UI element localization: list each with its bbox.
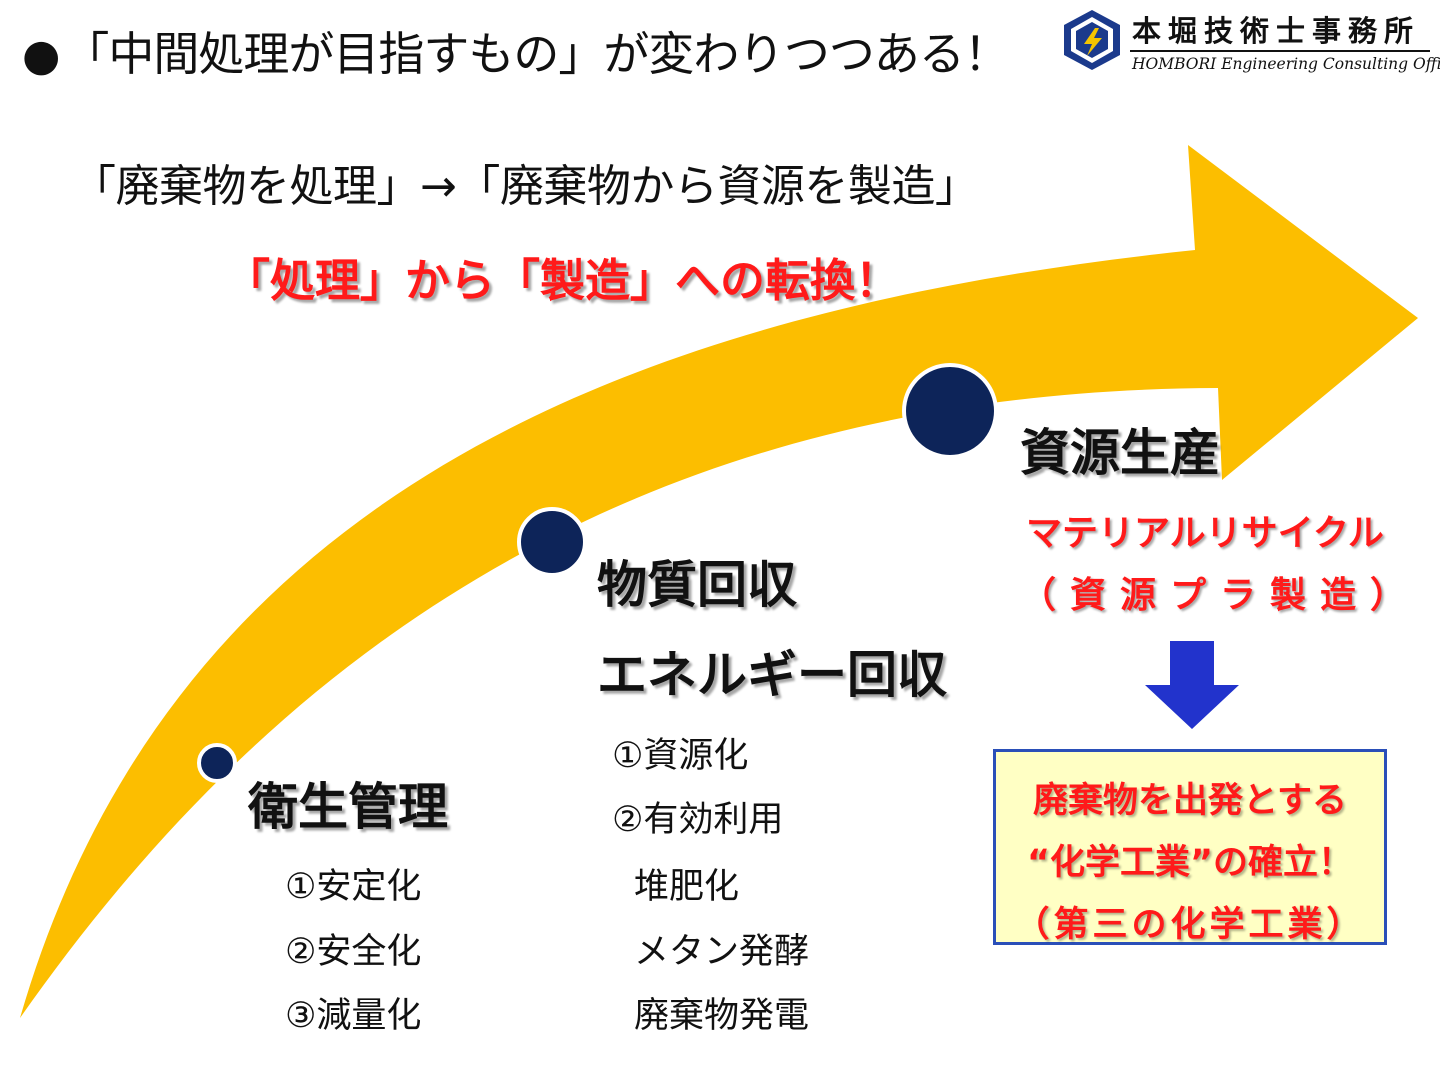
stage-label-hygiene: 衛生管理 [248,778,448,836]
recovery-item: ②有効利用 [612,800,784,840]
recovery-item: ①資源化 [612,736,749,776]
curved-arrow-shape [20,145,1418,1018]
stage-label-resource: 資源生産 [1020,424,1220,482]
stage-dot-recovery [517,507,587,577]
down-arrow-icon [1145,641,1239,729]
hygiene-item: ①安定化 [285,867,422,907]
title-text: 「中間処理が目指すもの」が変わりつつある！ [63,27,1009,81]
conclusion-box: 廃棄物を出発とする “化学工業”の確立！ （第三の化学工業） [993,749,1387,945]
company-logo: 本堀技術士事務所 HOMBORI Engineering Consulting … [1062,6,1440,76]
transition-statement: 「廃棄物を処理」→「廃棄物から資源を製造」 [72,161,979,212]
page-title: ●「中間処理が目指すもの」が変わりつつある！ [22,18,1010,84]
title-bullet: ● [22,30,60,81]
stage-dot-hygiene [197,743,237,783]
stage-dot-resource [902,363,998,459]
hygiene-item: ③減量化 [285,996,422,1036]
company-name-en: HOMBORI Engineering Consulting Office [1132,55,1440,73]
transition-headline: 「処理」から「製造」への転換！ [225,254,901,307]
recovery-item: メタン発酵 [634,932,810,972]
conclusion-line-3: （第三の化学工業） [1014,905,1366,945]
stage-label-energy-recovery: エネルギー回収 [597,646,947,704]
conclusion-line-1: 廃棄物を出発とする [1033,781,1347,821]
resource-sub-2: （資源プラ製造） [1020,575,1421,616]
recovery-item: 堆肥化 [634,867,740,907]
company-emblem-icon [1064,10,1120,70]
logo-divider [1130,50,1430,52]
hygiene-item: ②安全化 [285,932,422,972]
conclusion-line-2: “化学工業”の確立！ [1026,843,1353,883]
resource-sub-1: マテリアルリサイクル [1026,513,1384,554]
stage-label-material-recovery: 物質回収 [597,556,797,614]
recovery-item: 廃棄物発電 [634,996,810,1036]
company-name-jp: 本堀技術士事務所 [1132,14,1421,48]
